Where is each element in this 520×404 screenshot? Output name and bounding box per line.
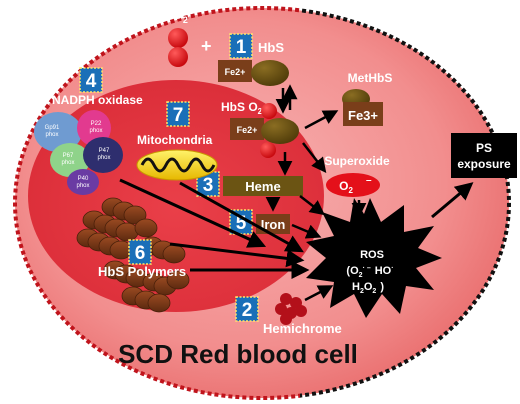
ros-label: ROS <box>360 249 384 261</box>
superoxide-charge: – <box>366 175 372 186</box>
hbs-label: HbS <box>258 40 284 55</box>
hemichrome-cluster <box>275 293 307 325</box>
gp91-line2: phox <box>45 132 58 138</box>
arrow-ros-to-ps <box>431 182 474 219</box>
hbs-polymers <box>76 197 190 313</box>
heme-label: Heme <box>245 179 280 194</box>
hbso2-fe-label: Fe2+ <box>237 125 258 135</box>
svg-text:7: 7 <box>173 105 184 126</box>
oxygen-molecule <box>168 28 188 67</box>
polymers-label: HbS Polymers <box>98 264 186 279</box>
heme-box <box>223 176 303 196</box>
p47-line1: P47 <box>99 148 110 154</box>
p67-line2: phox <box>61 160 74 166</box>
cell-membrane-right-dashes <box>300 8 511 398</box>
iron-label: Iron <box>261 217 286 232</box>
svg-text:4: 4 <box>86 71 97 92</box>
superoxide-symbol: O2 <box>339 179 353 195</box>
svg-text:6: 6 <box>135 243 146 264</box>
superoxide-label: Superoxide <box>324 154 390 168</box>
p22-line2: phox <box>89 128 102 134</box>
badge-2: 2 <box>235 296 259 322</box>
nadph-oxidase-complex <box>34 110 123 195</box>
ps-exposure-box <box>451 133 517 178</box>
superoxide-molecule <box>326 173 380 197</box>
mitochondria-label: Mitochondria <box>137 133 213 147</box>
badge-7: 7 <box>166 101 190 127</box>
arrow-hbso2-to-methbs <box>304 110 339 130</box>
subunit-p40 <box>67 169 99 195</box>
ros-line3: H2O2) <box>352 281 384 295</box>
plus-sign: + <box>201 36 212 56</box>
subunit-p22 <box>77 110 111 146</box>
svg-text:2: 2 <box>242 300 253 321</box>
svg-text:1: 1 <box>236 37 247 58</box>
ps-line2: exposure <box>457 157 511 171</box>
ros-starburst <box>306 198 442 318</box>
arrow-hbso2-to-superoxide <box>302 142 327 173</box>
subunit-gp91 <box>34 112 82 152</box>
arrow-polymer-to-ros-1 <box>169 242 305 268</box>
methbs-molecule <box>342 89 383 126</box>
subunit-p67 <box>50 143 90 177</box>
badge-1: 1 <box>229 33 253 59</box>
p22-line1: P22 <box>91 121 102 127</box>
methbs-fe-label: Fe3+ <box>348 108 378 123</box>
hbs-molecule <box>218 60 289 86</box>
p40-line1: P40 <box>78 176 89 182</box>
diagram-title: SCD Red blood cell <box>118 339 358 369</box>
arrow-mito-to-ros <box>179 181 304 253</box>
subunit-p47 <box>83 137 123 173</box>
methbs-label: MetHbS <box>348 71 393 85</box>
p67-line1: P67 <box>63 153 74 159</box>
hemichrome-label: Hemichrome <box>263 321 342 336</box>
p47-line2: phox <box>97 155 110 161</box>
svg-text:5: 5 <box>236 213 247 234</box>
arrow-heme-to-ros <box>299 195 325 216</box>
arrow-hemichrome-to-ros <box>304 285 334 302</box>
hbso2-label: HbS O2 <box>221 100 263 116</box>
oxygen-label: O2 <box>172 6 188 25</box>
cell-membrane-left-dashes <box>13 6 300 400</box>
nadph-label: NADPH oxidase <box>52 93 143 107</box>
hbs-fe-label: Fe2+ <box>225 67 246 77</box>
gp91-line1: Gp91 <box>45 125 60 131</box>
badge-4: 4 <box>79 67 103 93</box>
arrow-nadph-to-ros <box>119 178 267 248</box>
hbso2-molecule <box>230 103 299 158</box>
mitochondria-organelle <box>136 149 218 181</box>
badge-6: 6 <box>128 239 152 265</box>
arrow-iron-to-ros <box>291 223 322 239</box>
p40-line2: phox <box>76 183 89 189</box>
ros-line2: (O2· –HO· <box>346 265 393 279</box>
svg-text:3: 3 <box>203 175 214 196</box>
ps-line1: PS <box>476 141 492 155</box>
